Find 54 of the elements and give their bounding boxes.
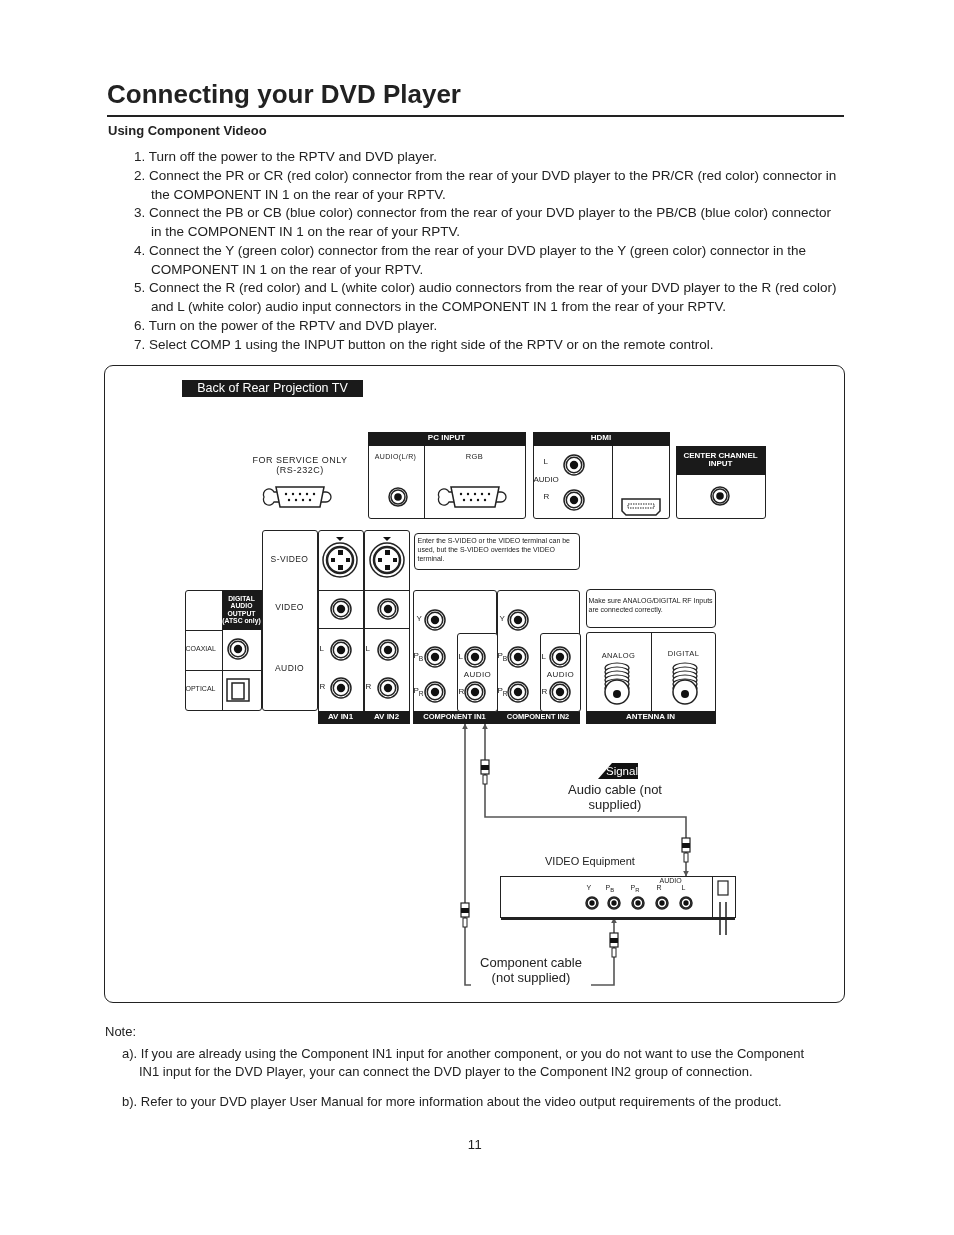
dvd-player bbox=[500, 876, 736, 918]
page-title: Connecting your DVD Player bbox=[107, 80, 461, 110]
jack-label: R bbox=[543, 491, 550, 501]
jack-label: L bbox=[319, 643, 324, 653]
instruction-text: 5. Connect the R (red color) and L (white color) audio connectors from the rear of your DVD player to the R (red color) and L (white color) audio input connectors in the COMPONENT IN 1 from the rear of your RPTV. bbox=[134, 279, 838, 316]
flag-text: Signal bbox=[606, 764, 638, 779]
jack-label: AUDIO bbox=[545, 669, 576, 679]
jack-label: R bbox=[319, 681, 326, 691]
jack-label: L bbox=[458, 651, 463, 661]
jack-label: VIDEO bbox=[274, 602, 305, 613]
jack-label: R bbox=[541, 686, 548, 696]
jack-label: L bbox=[543, 456, 548, 466]
panel-header: HDMI bbox=[532, 431, 670, 446]
panel-header: CENTER CHANNEL INPUT bbox=[675, 445, 766, 475]
jack-label: AUDIO bbox=[533, 474, 559, 484]
instruction-text: b). Refer to your DVD player User Manual for more information about the video output requirements of the product. bbox=[122, 1093, 783, 1111]
edge-label: Component cable (not supplied) bbox=[471, 956, 591, 986]
instruction-text: 6. Turn on the power of the RPTV and DVD player. bbox=[134, 317, 439, 335]
sub-heading: Using Component Videoo bbox=[108, 124, 268, 139]
instruction-text: 3. Connect the PB or CB (blue color) connector from the rear of your DVD player to the PB/CB (blue color) connector in the COMPONENT IN 1 on the rear of your RPTV. bbox=[134, 204, 833, 241]
instruction-text: 4. Connect the Y (green color) connector from the rear of your DVD player to the Y (green color) connector in the COMPONENT IN 1 on the rear of your RPTV. bbox=[134, 242, 808, 279]
panel-header: AV IN2 bbox=[363, 710, 410, 724]
jack-label: P$_{B}$ bbox=[497, 650, 508, 662]
note-box bbox=[586, 589, 716, 628]
jack-label: R bbox=[365, 681, 372, 691]
panel-title: Back of Rear Projection TV bbox=[182, 380, 363, 397]
connector-panel bbox=[676, 446, 766, 519]
caption-text: VIDEO Equipment bbox=[545, 855, 635, 868]
jack-label: Y bbox=[416, 613, 422, 623]
instruction-text: 2. Connect the PR or CR (red color) connector from the rear of your DVD player to the PR/CR (red color) connector in the COMPONENT IN 1 on the rear of your RPTV. bbox=[134, 167, 838, 204]
audio-cable bbox=[482, 723, 689, 877]
panel-header: ANTENNA IN bbox=[585, 710, 716, 724]
instruction-text: a). If you are already using the Component IN1 input for another component, or you do not want to use the Component IN1 input for the DVD Player, your can connect the DVD player to the Component IN2 group of connection. bbox=[122, 1045, 806, 1081]
jack-label: R bbox=[458, 686, 465, 696]
connector-panel bbox=[262, 530, 318, 711]
jack-label: P$_{R}$ bbox=[413, 685, 424, 697]
caption-text: FOR SERVICE ONLY (RS-232C) bbox=[251, 455, 349, 476]
panel-header: AV IN1 bbox=[317, 710, 364, 724]
signal-flag bbox=[598, 763, 638, 779]
caption-text: 11 bbox=[466, 1138, 484, 1153]
jack-label: L bbox=[365, 643, 370, 653]
jack-label: S-VIDEO bbox=[269, 554, 310, 565]
jack-label: P$_{B}$ bbox=[413, 650, 424, 662]
jack-label: AUDIO bbox=[462, 669, 493, 679]
instruction-text: 1. Turn off the power to the RPTV and DVD player. bbox=[134, 148, 438, 166]
jack-label: P$_{R}$ bbox=[497, 685, 508, 697]
jack-label: L bbox=[541, 651, 546, 661]
jack-label: Y bbox=[499, 613, 505, 623]
panel-header: PC INPUT bbox=[367, 431, 526, 446]
jack-label: AUDIO bbox=[274, 663, 305, 674]
connector-panel bbox=[185, 590, 262, 711]
note-box bbox=[414, 533, 580, 570]
instruction-text: 7. Select COMP 1 using the INPUT button on the right side of the RPTV or on the remote control. bbox=[134, 336, 715, 354]
caption-text: Note: bbox=[105, 1025, 138, 1040]
